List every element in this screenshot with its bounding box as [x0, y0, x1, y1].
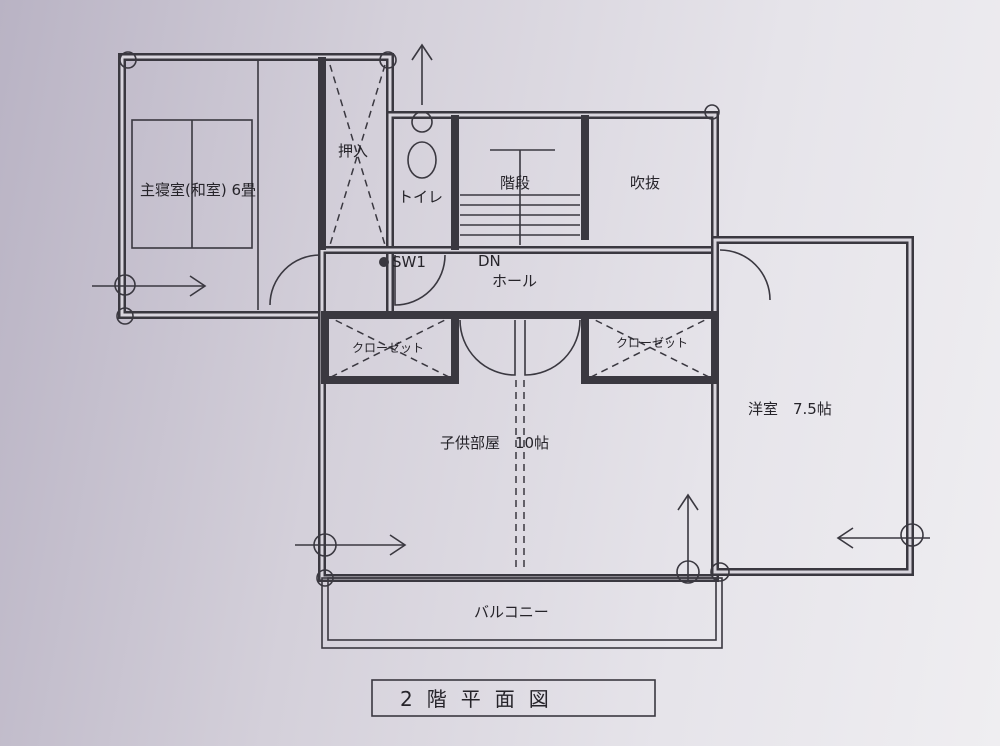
- stairs-treads: [460, 149, 580, 245]
- walls: [118, 53, 914, 649]
- room-label-kids-room: 子供部屋 10帖: [440, 434, 549, 452]
- room-label-toilet: トイレ: [398, 188, 443, 206]
- title-box: [371, 679, 656, 717]
- room-label-closet-left: クローゼット: [352, 341, 424, 355]
- plan-title: 2階平面図: [400, 687, 563, 711]
- room-label-western-room: 洋室 7.5帖: [748, 400, 832, 418]
- columns: [114, 51, 924, 587]
- room-label-fukinuke: 吹抜: [630, 174, 660, 192]
- room-label-balcony: バルコニー: [474, 603, 549, 621]
- switch-label: SW1: [392, 253, 426, 271]
- room-label-closet-right: クローゼット: [616, 336, 688, 350]
- room-label-stairs: 階段: [500, 174, 530, 192]
- room-label-hall: ホール: [492, 272, 537, 290]
- room-label-oshiire: 押入: [338, 142, 368, 160]
- room-label-master-bedroom: 主寝室(和室) 6畳: [140, 181, 256, 199]
- down-label: DN: [478, 252, 501, 270]
